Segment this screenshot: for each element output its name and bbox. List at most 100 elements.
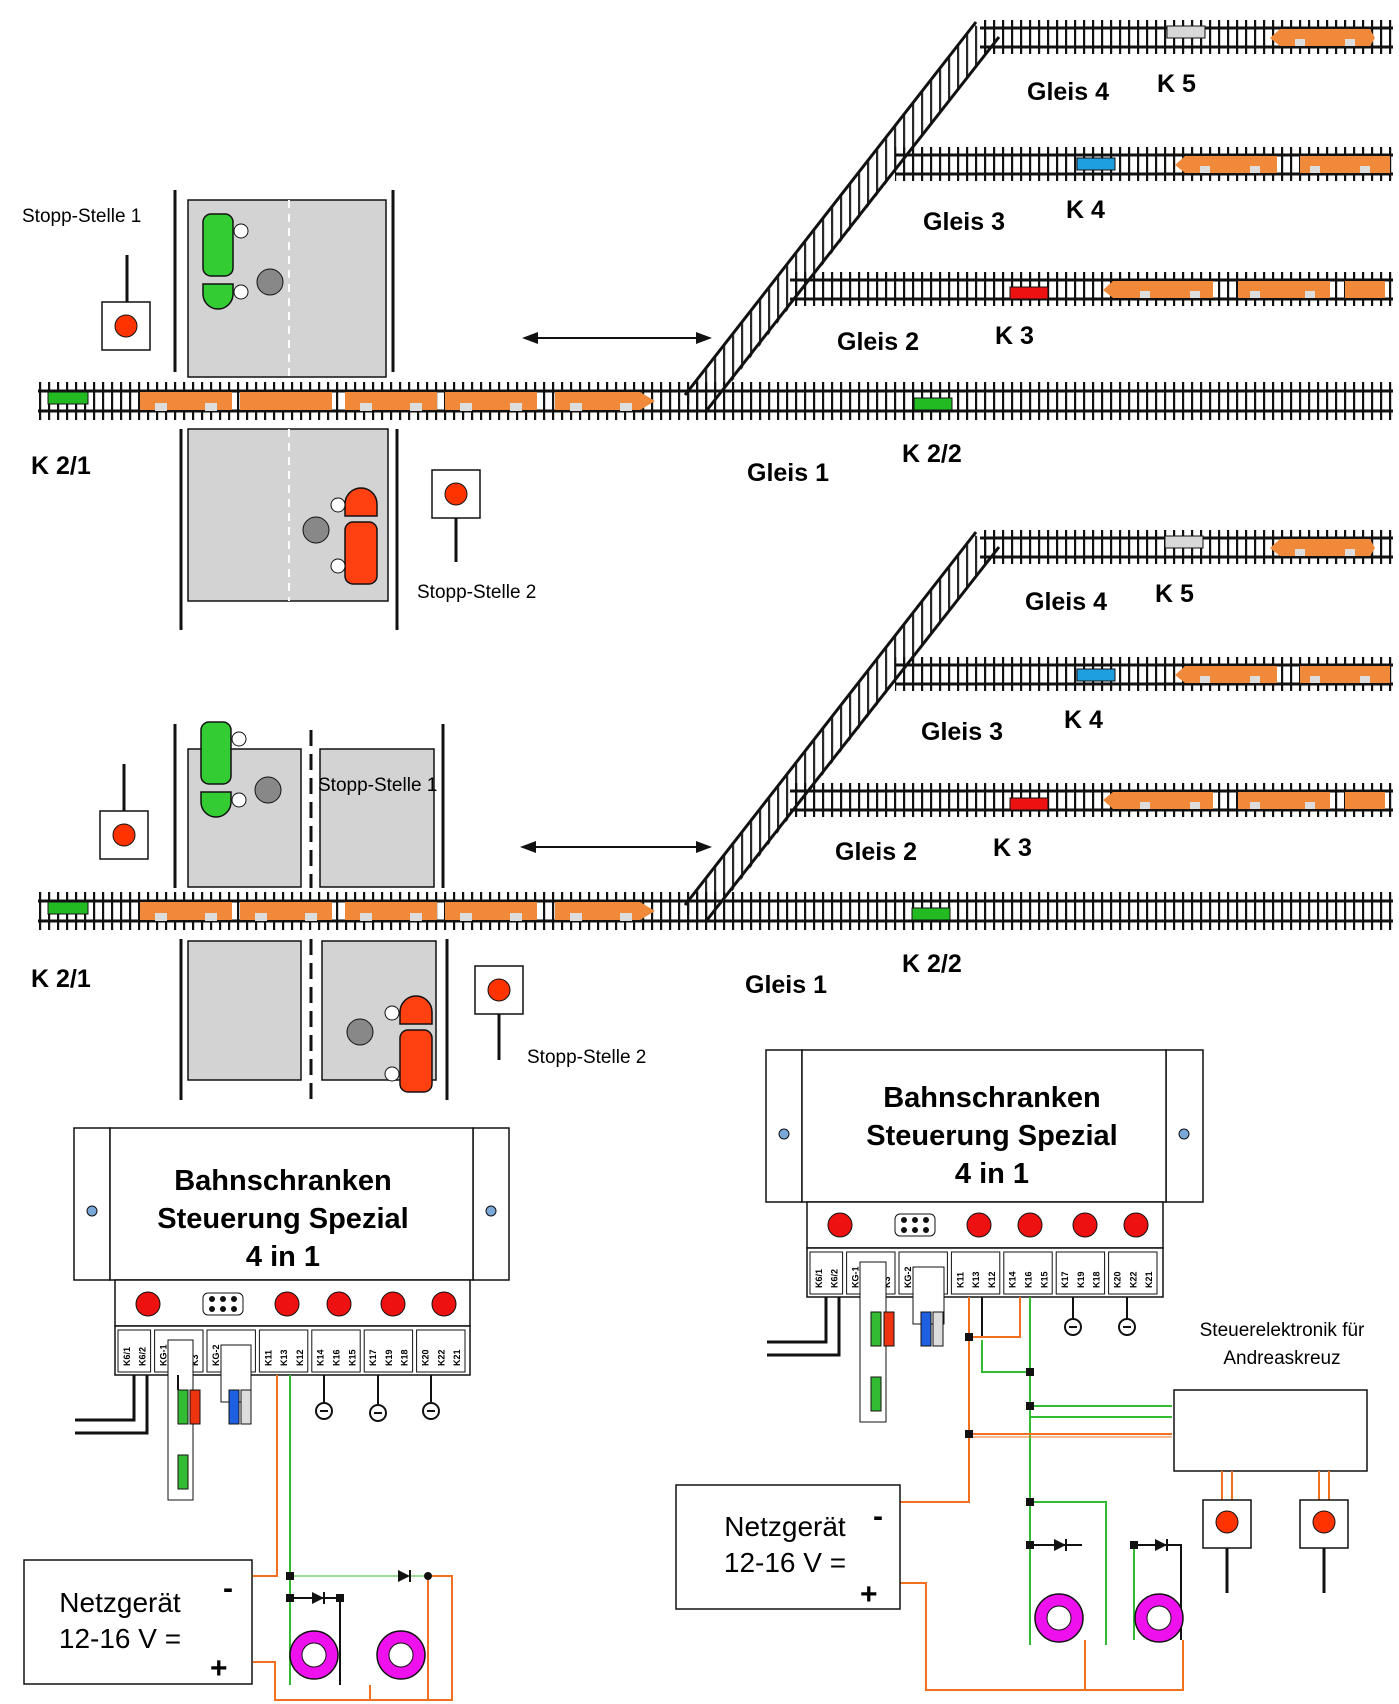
ctrl-left-line3: 4 in 1 (246, 1241, 320, 1273)
contact-k3-marker (1009, 286, 1049, 300)
gleis2-label: Gleis 2 (837, 328, 919, 356)
terminal-block (311, 1329, 361, 1373)
psu-left-line1: Netzgerät (59, 1587, 181, 1618)
k22-label-b: K 2/2 (902, 950, 962, 978)
terminal-label: KG-2 (903, 1266, 913, 1288)
terminal-label: K14 (316, 1349, 326, 1366)
terminal-block (117, 1329, 152, 1373)
contact-k22-marker (913, 397, 953, 411)
ground-terminals-left (315, 1375, 440, 1422)
andreaskreuz-electronics (1173, 1389, 1368, 1472)
k4-label: K 4 (1066, 196, 1105, 224)
ctrl-right-line3: 4 in 1 (955, 1158, 1029, 1190)
gleis1-label: Gleis 1 (747, 459, 829, 487)
ctrl-left-line2: Steuerung Spezial (157, 1203, 408, 1235)
terminal-label: K13 (971, 1271, 981, 1288)
terminal-label: KG-1 (851, 1266, 861, 1288)
stop-label-1: Stopp-Stelle 1 (22, 206, 141, 227)
contact-k5-marker (1166, 25, 1206, 39)
car-red-b (346, 995, 433, 1093)
terminal-label: K18 (1092, 1271, 1102, 1288)
terminal-label: K20 (421, 1349, 431, 1366)
k5-label-b: K 5 (1155, 580, 1194, 608)
terminal-label: K6/1 (122, 1347, 132, 1366)
psu-right-minus: - (873, 1500, 883, 1533)
terminal-label: K17 (1060, 1271, 1070, 1288)
double-arrow (522, 332, 712, 344)
crossing-signal-2 (1299, 1471, 1349, 1593)
k21-label-b: K 2/1 (31, 965, 91, 993)
k3-label: K 3 (995, 322, 1034, 350)
psu-left-plus: + (210, 1652, 228, 1685)
terminal-label: K3 (190, 1354, 200, 1366)
wagons-side-tracks-b (1103, 539, 1390, 809)
terminal-label: K18 (400, 1349, 410, 1366)
terminal-label: K16 (1024, 1271, 1034, 1288)
electronics-label-line1: Steuerelektronik für (1200, 1320, 1365, 1341)
electronics-label-line2: Andreaskreuz (1223, 1348, 1340, 1369)
k5-label: K 5 (1157, 70, 1196, 98)
terminal-label: K21 (452, 1349, 462, 1366)
ctrl-right-line1: Bahnschranken (883, 1082, 1101, 1114)
car-green (202, 213, 284, 310)
psu-left-minus: - (223, 1572, 233, 1605)
double-arrow-b (520, 841, 712, 853)
terminal-label: K11 (263, 1350, 273, 1366)
terminal-label: KG-2 (211, 1344, 221, 1366)
terminal-label: K21 (1144, 1271, 1154, 1288)
gleis2-label-b: Gleis 2 (835, 838, 917, 866)
top-track-layout: Stopp-Stelle 1 Stopp-Stelle 2 K 2/1 K 2/… (22, 20, 1393, 630)
gleis4-label-b: Gleis 4 (1025, 588, 1107, 616)
second-track-layout: Stopp-Stelle 1 Stopp-Stelle 2 K 2/1 K 2/… (31, 530, 1393, 1100)
k22-label: K 2/2 (902, 440, 962, 468)
gleis3-label-b: Gleis 3 (921, 718, 1003, 746)
stop-signal-1 (101, 255, 151, 351)
terminal-block (1055, 1251, 1106, 1295)
controller-left: Bahnschranken Steuerung Spezial 4 in 1 K… (23, 1127, 510, 1701)
terminal-block (1108, 1251, 1158, 1295)
psu-left-line2: 12-16 V = (59, 1623, 181, 1654)
terminal-label: K3 (882, 1276, 892, 1288)
diagonal-ladder-track (683, 21, 1001, 415)
stop-signal-2 (431, 469, 481, 562)
terminal-label: K17 (368, 1349, 378, 1366)
psu-right-plus: + (860, 1578, 878, 1611)
terminal-label: K13 (279, 1349, 289, 1366)
k3-label-b: K 3 (993, 834, 1032, 862)
terminal-block (258, 1329, 309, 1373)
psu-right-line1: Netzgerät (724, 1511, 846, 1542)
gleis1-label-b: Gleis 1 (745, 971, 827, 999)
terminal-block (809, 1251, 844, 1295)
terminal-label: K11 (955, 1272, 965, 1288)
terminal-block (416, 1329, 466, 1373)
terminal-label: K14 (1008, 1271, 1018, 1288)
terminal-block (363, 1329, 414, 1373)
stop-label-2-b: Stopp-Stelle 2 (527, 1047, 646, 1068)
terminal-label: K12 (295, 1349, 305, 1366)
ctrl-right-line2: Steuerung Spezial (866, 1120, 1117, 1152)
terminal-label: K6/2 (138, 1347, 148, 1366)
wagons-side-tracks (1103, 29, 1390, 298)
power-supply-left (23, 1559, 253, 1685)
stop-signal-2-b (474, 965, 524, 1060)
controller-right: Bahnschranken Steuerung Spezial 4 in 1 K… (675, 1049, 1368, 1691)
car-green-b (200, 721, 282, 818)
terminal-label: KG-1 (159, 1344, 169, 1366)
terminal-label: K22 (436, 1349, 446, 1366)
track-gleis-2 (790, 272, 1393, 306)
terminal-label: K15 (1039, 1271, 1049, 1288)
train-gleis-1 (140, 392, 655, 411)
terminal-label: K6/1 (814, 1269, 824, 1288)
terminal-label: K16 (332, 1349, 342, 1366)
terminal-label: K20 (1113, 1271, 1123, 1288)
crossing-signal-1 (1202, 1471, 1252, 1593)
car-red (302, 487, 378, 585)
diagonal-ladder-track-b (683, 531, 1001, 925)
terminal-label: K15 (347, 1349, 357, 1366)
train-gleis-1-b (140, 902, 655, 921)
terminal-label: K6/2 (830, 1269, 840, 1288)
power-supply-right (675, 1484, 901, 1610)
k4-label-b: K 4 (1064, 706, 1103, 734)
terminal-label: K19 (384, 1349, 394, 1366)
